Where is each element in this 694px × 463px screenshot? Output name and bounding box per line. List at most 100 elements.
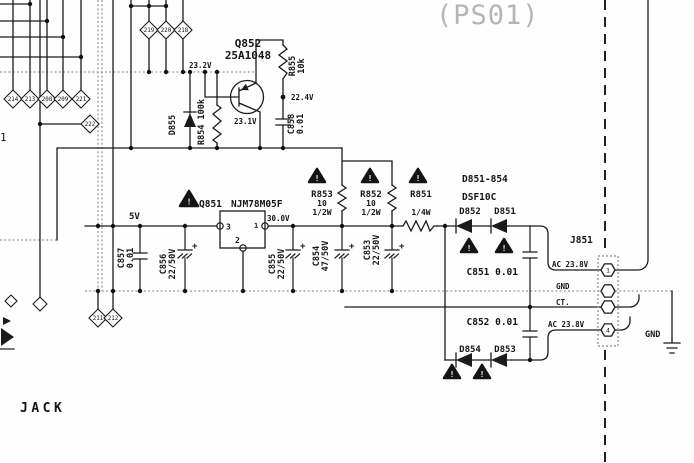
terminal-diamond-208[interactable]: 208 <box>37 89 57 109</box>
terminal-diamond-220[interactable]: 220 <box>156 20 176 40</box>
capacitor-c851-c852-chain <box>522 225 538 361</box>
diode-group-part: DSF10C <box>462 192 497 203</box>
page-title: (PS01) <box>436 0 540 31</box>
connector-ref: J851 <box>570 235 593 246</box>
svg-text:!: ! <box>467 244 472 253</box>
transistor-q852-body <box>229 79 265 115</box>
svg-text:214: 214 <box>8 97 19 103</box>
c852-label: C852 0.01 <box>467 317 519 328</box>
svg-text:220: 220 <box>161 28 172 34</box>
svg-text:!: ! <box>502 244 507 253</box>
diode-d854-icon <box>456 353 472 367</box>
r851-ref: R851 <box>410 190 432 200</box>
junction-dots <box>27 1 533 363</box>
c856-ref: C856 <box>159 254 169 274</box>
net-bus-verticals <box>97 0 103 291</box>
diode-d853-icon <box>491 353 507 367</box>
svg-text:221: 221 <box>76 97 87 103</box>
diode-group-ref: D851-854 <box>462 174 508 185</box>
connector-pin2-label: GND <box>556 282 570 291</box>
connector-pin4-number: 4 <box>606 327 610 335</box>
svg-text:218: 218 <box>178 28 189 34</box>
q851-part: NJM78M05F <box>231 199 283 210</box>
c853-polarity: + <box>399 242 405 252</box>
q851-ref: Q851 <box>199 199 222 210</box>
c857-value: 0.01 <box>126 248 136 268</box>
jack-symbol-fragment <box>0 294 48 350</box>
voltage-23v1: 23.1V <box>234 117 257 126</box>
terminal-diamond-214[interactable]: 214 <box>3 89 23 109</box>
terminal-diamond-211[interactable]: 211 <box>88 308 108 328</box>
r852-watt: 1/2W <box>361 208 380 217</box>
svg-text:!: ! <box>315 174 320 183</box>
terminal-diamond-218[interactable]: 218 <box>173 20 193 40</box>
warning-icons: ! ! ! ! ! ! ! ! <box>178 167 514 380</box>
terminal-diamond-222[interactable]: 222 <box>80 114 100 134</box>
c857-ref: C857 <box>117 248 127 268</box>
r853-value: 10 <box>317 199 327 208</box>
r854-label: R854 100k <box>197 99 207 145</box>
c853-ref: C853 <box>363 240 373 260</box>
c855-value: 22/50V <box>277 249 287 280</box>
wire-pin4-curve <box>614 316 631 331</box>
d852-ref: D852 <box>459 207 481 217</box>
c856-value: 22/50V <box>168 249 178 280</box>
regulator-pin2-number: 2 <box>235 236 240 245</box>
svg-text:219: 219 <box>144 28 155 34</box>
left-edge-fragment-label: 1 <box>0 131 7 144</box>
svg-text:209: 209 <box>58 97 69 103</box>
wire-5v-and-30v-rails <box>84 225 457 292</box>
r855-ref: R855 <box>288 56 298 76</box>
voltage-5v: 5V <box>129 212 140 222</box>
svg-text:212: 212 <box>108 316 118 322</box>
capacitor-c854 <box>334 225 350 292</box>
svg-text:!: ! <box>480 370 485 379</box>
r853-watt: 1/2W <box>312 208 331 217</box>
regulator-pin3-number: 3 <box>226 223 231 232</box>
c858-value: 0.01 <box>296 114 306 134</box>
resistor-r854-zigzag <box>211 104 223 144</box>
c853-value: 22/50V <box>372 235 382 266</box>
resistor-r852-zigzag <box>386 184 398 212</box>
r855-value: 10k <box>297 58 307 73</box>
q852-ref: Q852 <box>235 37 262 50</box>
terminal-diamond-219[interactable]: 219 <box>139 20 159 40</box>
d853-ref: D853 <box>494 345 516 355</box>
connector-pin-3[interactable] <box>600 300 616 314</box>
svg-text:211: 211 <box>93 316 104 322</box>
resistor-r855-zigzag <box>277 44 289 80</box>
wire-top-diamond-stems <box>130 0 184 73</box>
connector-pin1-number: 1 <box>606 267 610 275</box>
svg-text:!: ! <box>187 198 192 207</box>
r852-value: 10 <box>366 199 376 208</box>
resistor-r853-zigzag <box>336 184 348 212</box>
r853-ref: R853 <box>311 190 333 200</box>
regulator-pin3 <box>216 222 224 230</box>
terminal-diamond-212[interactable]: 212 <box>103 308 123 328</box>
d851-ref: D851 <box>494 207 516 217</box>
r852-ref: R852 <box>360 190 382 200</box>
c854-ref: C854 <box>312 246 322 266</box>
terminal-diamonds: 219 220 218 214 213 208 209 221 222 211 … <box>3 20 193 328</box>
q852-part: 25A1048 <box>225 49 271 62</box>
d854-ref: D854 <box>459 345 481 355</box>
svg-text:213: 213 <box>25 97 36 103</box>
wire-147-rail <box>56 147 343 241</box>
regulator-pin2 <box>239 244 247 252</box>
gnd-label: GND <box>645 330 660 340</box>
capacitor-c853 <box>384 225 400 292</box>
wire-mid-columns <box>97 0 132 310</box>
terminal-diamond-209[interactable]: 209 <box>53 89 73 109</box>
terminal-diamond-221[interactable]: 221 <box>71 89 91 109</box>
connector-pin-4[interactable]: 4 <box>600 323 616 337</box>
voltage-22v4: 22.4V <box>291 93 314 102</box>
connector-pin-1[interactable]: 1 <box>600 263 616 277</box>
wire-parallel-resistor-link <box>341 147 393 227</box>
capacitor-c857 <box>132 225 148 292</box>
connector-pin3-label: CT. <box>556 298 570 307</box>
wire-pin1-to-top <box>614 0 649 271</box>
terminal-diamond-213[interactable]: 213 <box>20 89 40 109</box>
connector-pin-2[interactable] <box>600 284 616 298</box>
c856-polarity: + <box>192 242 198 252</box>
